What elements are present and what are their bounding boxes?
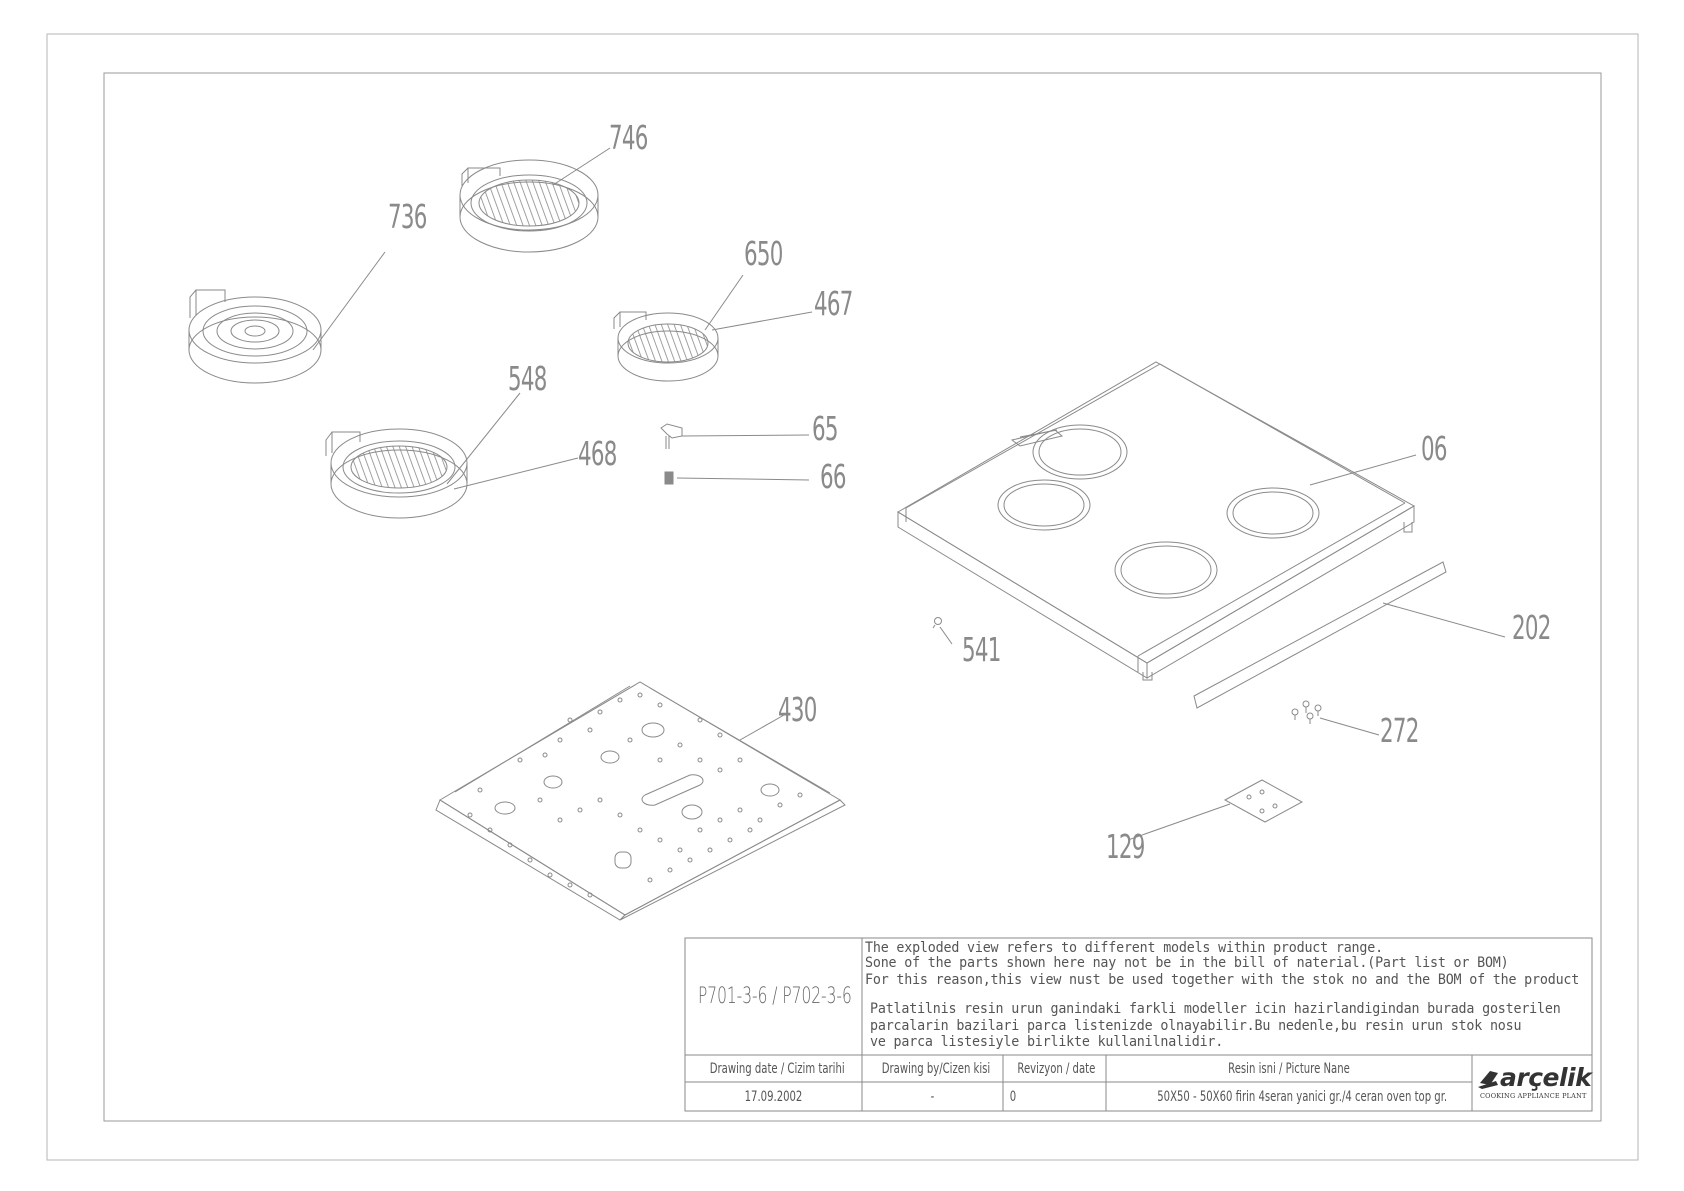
callout-548: 548 xyxy=(508,359,547,398)
note-tr-line-2: parcalarin bazilari parca listenizde oln… xyxy=(870,1018,1522,1034)
part-66-spring xyxy=(664,471,674,485)
value-drawing-by: - xyxy=(930,1089,935,1105)
callout-541: 541 xyxy=(962,630,1001,669)
note-en-line-2: Sone of the parts shown here nay not be … xyxy=(865,955,1509,971)
callout-66: 66 xyxy=(820,457,846,496)
part-650-burner xyxy=(613,311,719,382)
callout-06: 06 xyxy=(1421,429,1447,468)
note-en-line-1: The exploded view refers to different mo… xyxy=(865,940,1383,956)
part-541-screw xyxy=(932,617,942,629)
header-drawing-date: Drawing date / Cizim tarihi xyxy=(709,1061,845,1077)
logo-brand: arçelik xyxy=(1500,1063,1592,1092)
drawing-code: P701-3-6 / P702-3-6 xyxy=(698,984,852,1009)
logo-subtitle: COOKING APPLIANCE PLANT xyxy=(1480,1092,1587,1100)
header-drawing-by: Drawing by/Cizen kisi xyxy=(881,1061,991,1077)
part-272-screws xyxy=(1291,700,1322,724)
part-202-strip xyxy=(1193,561,1447,709)
logo-mark-icon xyxy=(1478,1071,1498,1089)
callout-467: 467 xyxy=(814,284,853,323)
callout-272: 272 xyxy=(1380,711,1419,750)
inner-frame xyxy=(103,72,1602,1122)
note-en-line-3: For this reason,this view nust be used t… xyxy=(865,972,1580,988)
part-65-clip xyxy=(660,423,683,449)
value-drawing-date: 17.09.2002 xyxy=(744,1089,803,1105)
outer-frame xyxy=(46,33,1639,1161)
arcelik-logo: arçelik COOKING APPLIANCE PLANT xyxy=(1478,1063,1592,1100)
header-revision: Revizyon / date xyxy=(1017,1061,1096,1077)
part-736-burner xyxy=(188,289,322,384)
part-430-base-plate xyxy=(435,681,846,921)
callout-650: 650 xyxy=(744,234,783,273)
title-block-frame xyxy=(684,937,1593,1112)
callout-202: 202 xyxy=(1512,608,1551,647)
note-tr-line-3: ve parca listesiyle birlikte kullanilnal… xyxy=(870,1034,1224,1050)
callout-736: 736 xyxy=(388,197,427,236)
note-tr-line-1: Patlatilnis resin urun ganindaki farkli … xyxy=(870,1001,1561,1017)
value-revision: 0 xyxy=(1009,1089,1017,1105)
part-548-burner xyxy=(325,428,468,519)
part-06-ceramic-top xyxy=(897,361,1416,681)
callout-430: 430 xyxy=(778,690,817,729)
part-746-burner xyxy=(459,159,599,253)
value-picture-name: 50X50 - 50X60 firin 4seran yanici gr./4 … xyxy=(1157,1089,1448,1105)
callout-746: 746 xyxy=(609,118,648,157)
callout-65: 65 xyxy=(812,409,838,448)
callout-129: 129 xyxy=(1106,827,1145,866)
leader-lines xyxy=(312,147,1506,841)
callout-468: 468 xyxy=(578,434,617,473)
part-129-plate xyxy=(1223,779,1304,823)
header-picture-name: Resin isni / Picture Nane xyxy=(1228,1061,1350,1077)
